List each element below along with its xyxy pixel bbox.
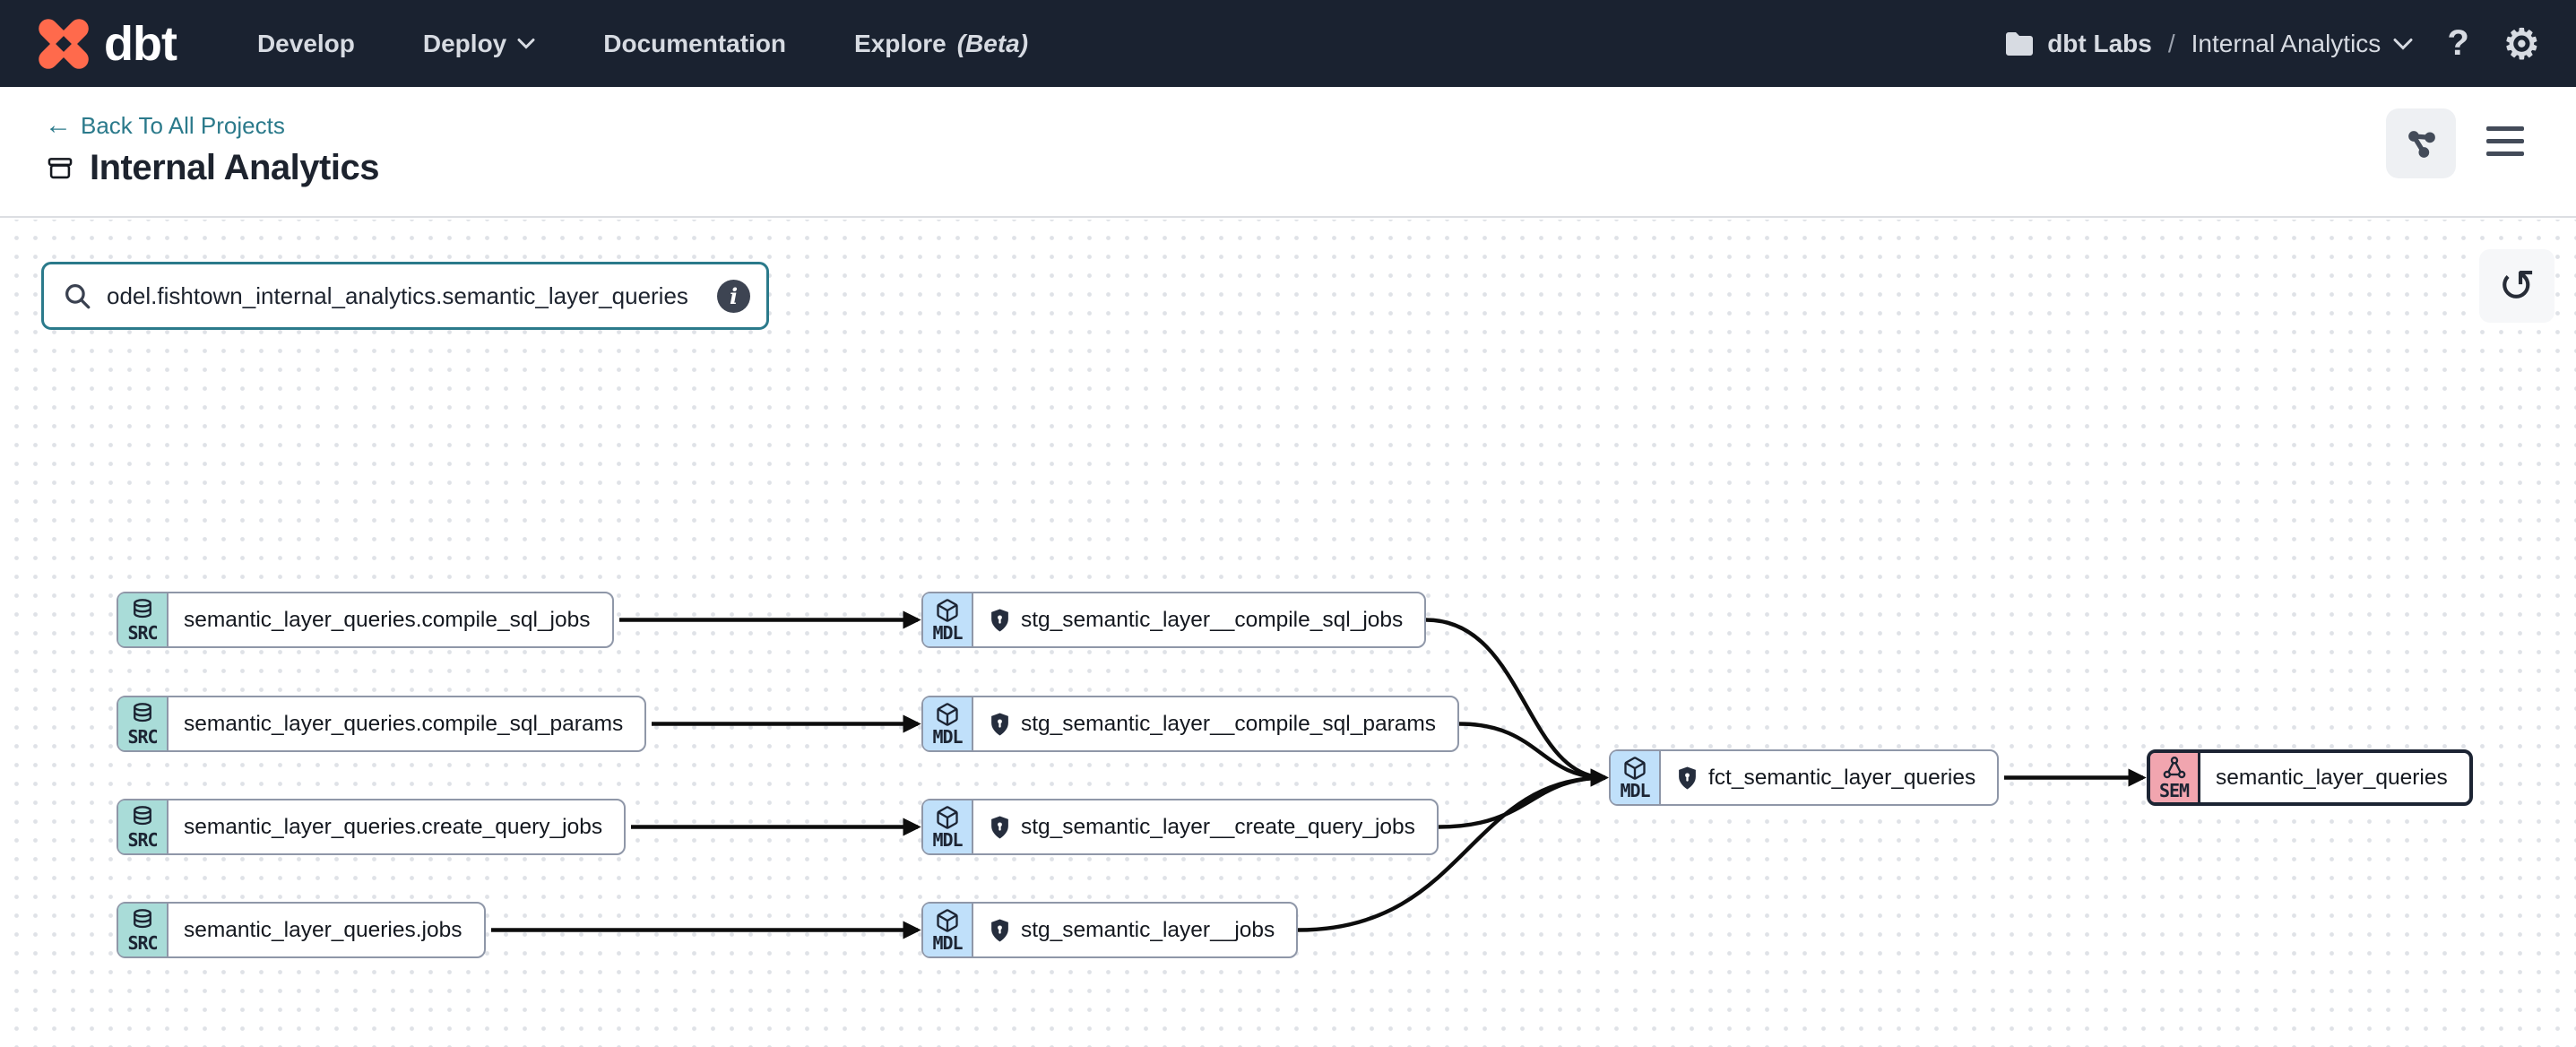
help-button[interactable]: ? — [2447, 23, 2469, 63]
database-icon — [130, 908, 155, 933]
project-box-icon — [45, 153, 75, 184]
settings-gear-icon[interactable]: ⚙ — [2503, 20, 2540, 67]
node-label: stg_semantic_layer__create_query_jobs — [1021, 814, 1415, 839]
node-label: semantic_layer_queries.jobs — [184, 917, 462, 942]
search-icon — [62, 281, 92, 311]
graph-node-stg_compile_sql_jobs[interactable]: MDL stg_semantic_layer__compile_sql_jobs — [921, 592, 1427, 648]
reset-icon: ↺ — [2498, 261, 2536, 311]
node-type-label: MDL — [932, 726, 963, 748]
node-type-badge-mdl: MDL — [1611, 751, 1661, 804]
graph-node-semantic_layer_queries[interactable]: SEM semantic_layer_queries — [2147, 749, 2473, 806]
info-icon[interactable]: i — [717, 279, 750, 313]
graph-node-stg_create_query_jobs[interactable]: MDL stg_semantic_layer__create_query_jobs — [921, 799, 1439, 855]
main-nav: Develop Deploy Documentation Explore (Be… — [257, 30, 1028, 58]
cube-icon — [935, 598, 960, 623]
folder-icon — [2004, 31, 2035, 56]
search-input[interactable]: odel.fishtown_internal_analytics.semanti… — [41, 262, 769, 330]
graph-node-src_compile_sql_params[interactable]: SRC semantic_layer_queries.compile_sql_pa… — [117, 696, 647, 752]
shield-icon — [989, 918, 1011, 943]
node-type-label: MDL — [932, 829, 963, 851]
node-type-label: SRC — [127, 932, 158, 954]
node-type-label: MDL — [1620, 780, 1650, 801]
node-label: stg_semantic_layer__jobs — [1021, 917, 1275, 942]
semantic-icon — [2162, 756, 2187, 781]
database-icon — [130, 805, 155, 830]
shield-icon — [989, 712, 1011, 737]
lineage-view-button[interactable] — [2386, 108, 2456, 178]
database-icon — [130, 598, 155, 623]
cube-icon — [1622, 756, 1647, 781]
node-type-badge-src: SRC — [118, 904, 169, 956]
cube-icon — [935, 702, 960, 727]
page-header: ← Back To All Projects Internal Analytic… — [0, 87, 2576, 218]
page-title: Internal Analytics — [90, 148, 379, 187]
nav-item-develop[interactable]: Develop — [256, 29, 355, 57]
node-label: fct_semantic_layer_queries — [1708, 765, 1976, 790]
nav-item-documentation[interactable]: Documentation — [603, 29, 787, 57]
graph-node-stg_jobs[interactable]: MDL stg_semantic_layer__jobs — [921, 902, 1299, 958]
graph-node-src_create_query_jobs[interactable]: SRC semantic_layer_queries.create_query_j… — [117, 799, 627, 855]
nav-item-explore[interactable]: Explore (Beta) — [854, 29, 1029, 57]
node-label: semantic_layer_queries — [2216, 765, 2448, 790]
node-type-badge-src: SRC — [118, 593, 169, 646]
cube-icon — [935, 805, 960, 830]
chevron-down-icon — [517, 38, 535, 49]
node-type-label: MDL — [932, 622, 963, 644]
beta-tag: (Beta) — [956, 29, 1029, 57]
graph-node-fct_semantic_layer_queries[interactable]: MDL fct_semantic_layer_queries — [1609, 749, 2000, 806]
reset-view-button[interactable]: ↺ — [2479, 249, 2554, 323]
graph-node-stg_compile_sql_params[interactable]: MDL stg_semantic_layer__compile_sql_param… — [921, 696, 1460, 752]
left-arrow-icon: ← — [45, 110, 72, 140]
node-label: stg_semantic_layer__compile_sql_params — [1021, 711, 1437, 736]
project-switcher[interactable]: dbt Labs / Internal Analytics — [2004, 30, 2413, 58]
node-type-label: SRC — [127, 622, 158, 644]
node-label: semantic_layer_queries.compile_sql_jobs — [184, 607, 591, 632]
graph-node-src_compile_sql_jobs[interactable]: SRC semantic_layer_queries.compile_sql_jo… — [117, 592, 614, 648]
project-name: Internal Analytics — [2191, 29, 2382, 57]
node-label: stg_semantic_layer__compile_sql_jobs — [1021, 607, 1404, 632]
shield-icon — [989, 608, 1011, 633]
node-type-label: SEM — [2158, 780, 2190, 801]
node-label: semantic_layer_queries.compile_sql_param… — [184, 711, 624, 736]
org-name: dbt Labs — [2047, 29, 2152, 57]
search-value: odel.fishtown_internal_analytics.semanti… — [107, 281, 688, 309]
breadcrumb-separator: / — [2167, 29, 2175, 57]
node-type-badge-mdl: MDL — [923, 904, 973, 956]
node-type-badge-src: SRC — [118, 800, 169, 853]
shield-icon — [989, 815, 1011, 840]
graph-node-src_jobs[interactable]: SRC semantic_layer_queries.jobs — [117, 902, 486, 958]
node-type-badge-mdl: MDL — [923, 800, 973, 853]
shield-icon — [1676, 766, 1699, 791]
nav-item-deploy[interactable]: Deploy — [423, 30, 535, 58]
lineage-dag-icon — [2403, 125, 2439, 161]
node-type-label: SRC — [127, 726, 158, 748]
node-type-badge-sem: SEM — [2150, 753, 2200, 802]
cube-icon — [935, 908, 960, 933]
database-icon — [130, 702, 155, 727]
node-type-label: SRC — [127, 829, 158, 851]
back-to-projects-link[interactable]: ← Back To All Projects — [45, 110, 285, 140]
dbt-logo[interactable]: dbt — [36, 16, 177, 72]
chevron-down-icon — [2393, 38, 2413, 50]
node-type-badge-src: SRC — [118, 697, 169, 750]
logo-text: dbt — [104, 16, 177, 71]
node-label: semantic_layer_queries.create_query_jobs — [184, 814, 603, 839]
dbt-logo-icon — [36, 16, 91, 72]
top-navbar: dbt Develop Deploy Documentation Explore… — [0, 0, 2576, 87]
node-type-badge-mdl: MDL — [923, 593, 973, 646]
node-type-badge-mdl: MDL — [923, 697, 973, 750]
hamburger-menu-button[interactable] — [2486, 126, 2524, 156]
node-type-label: MDL — [932, 932, 963, 954]
